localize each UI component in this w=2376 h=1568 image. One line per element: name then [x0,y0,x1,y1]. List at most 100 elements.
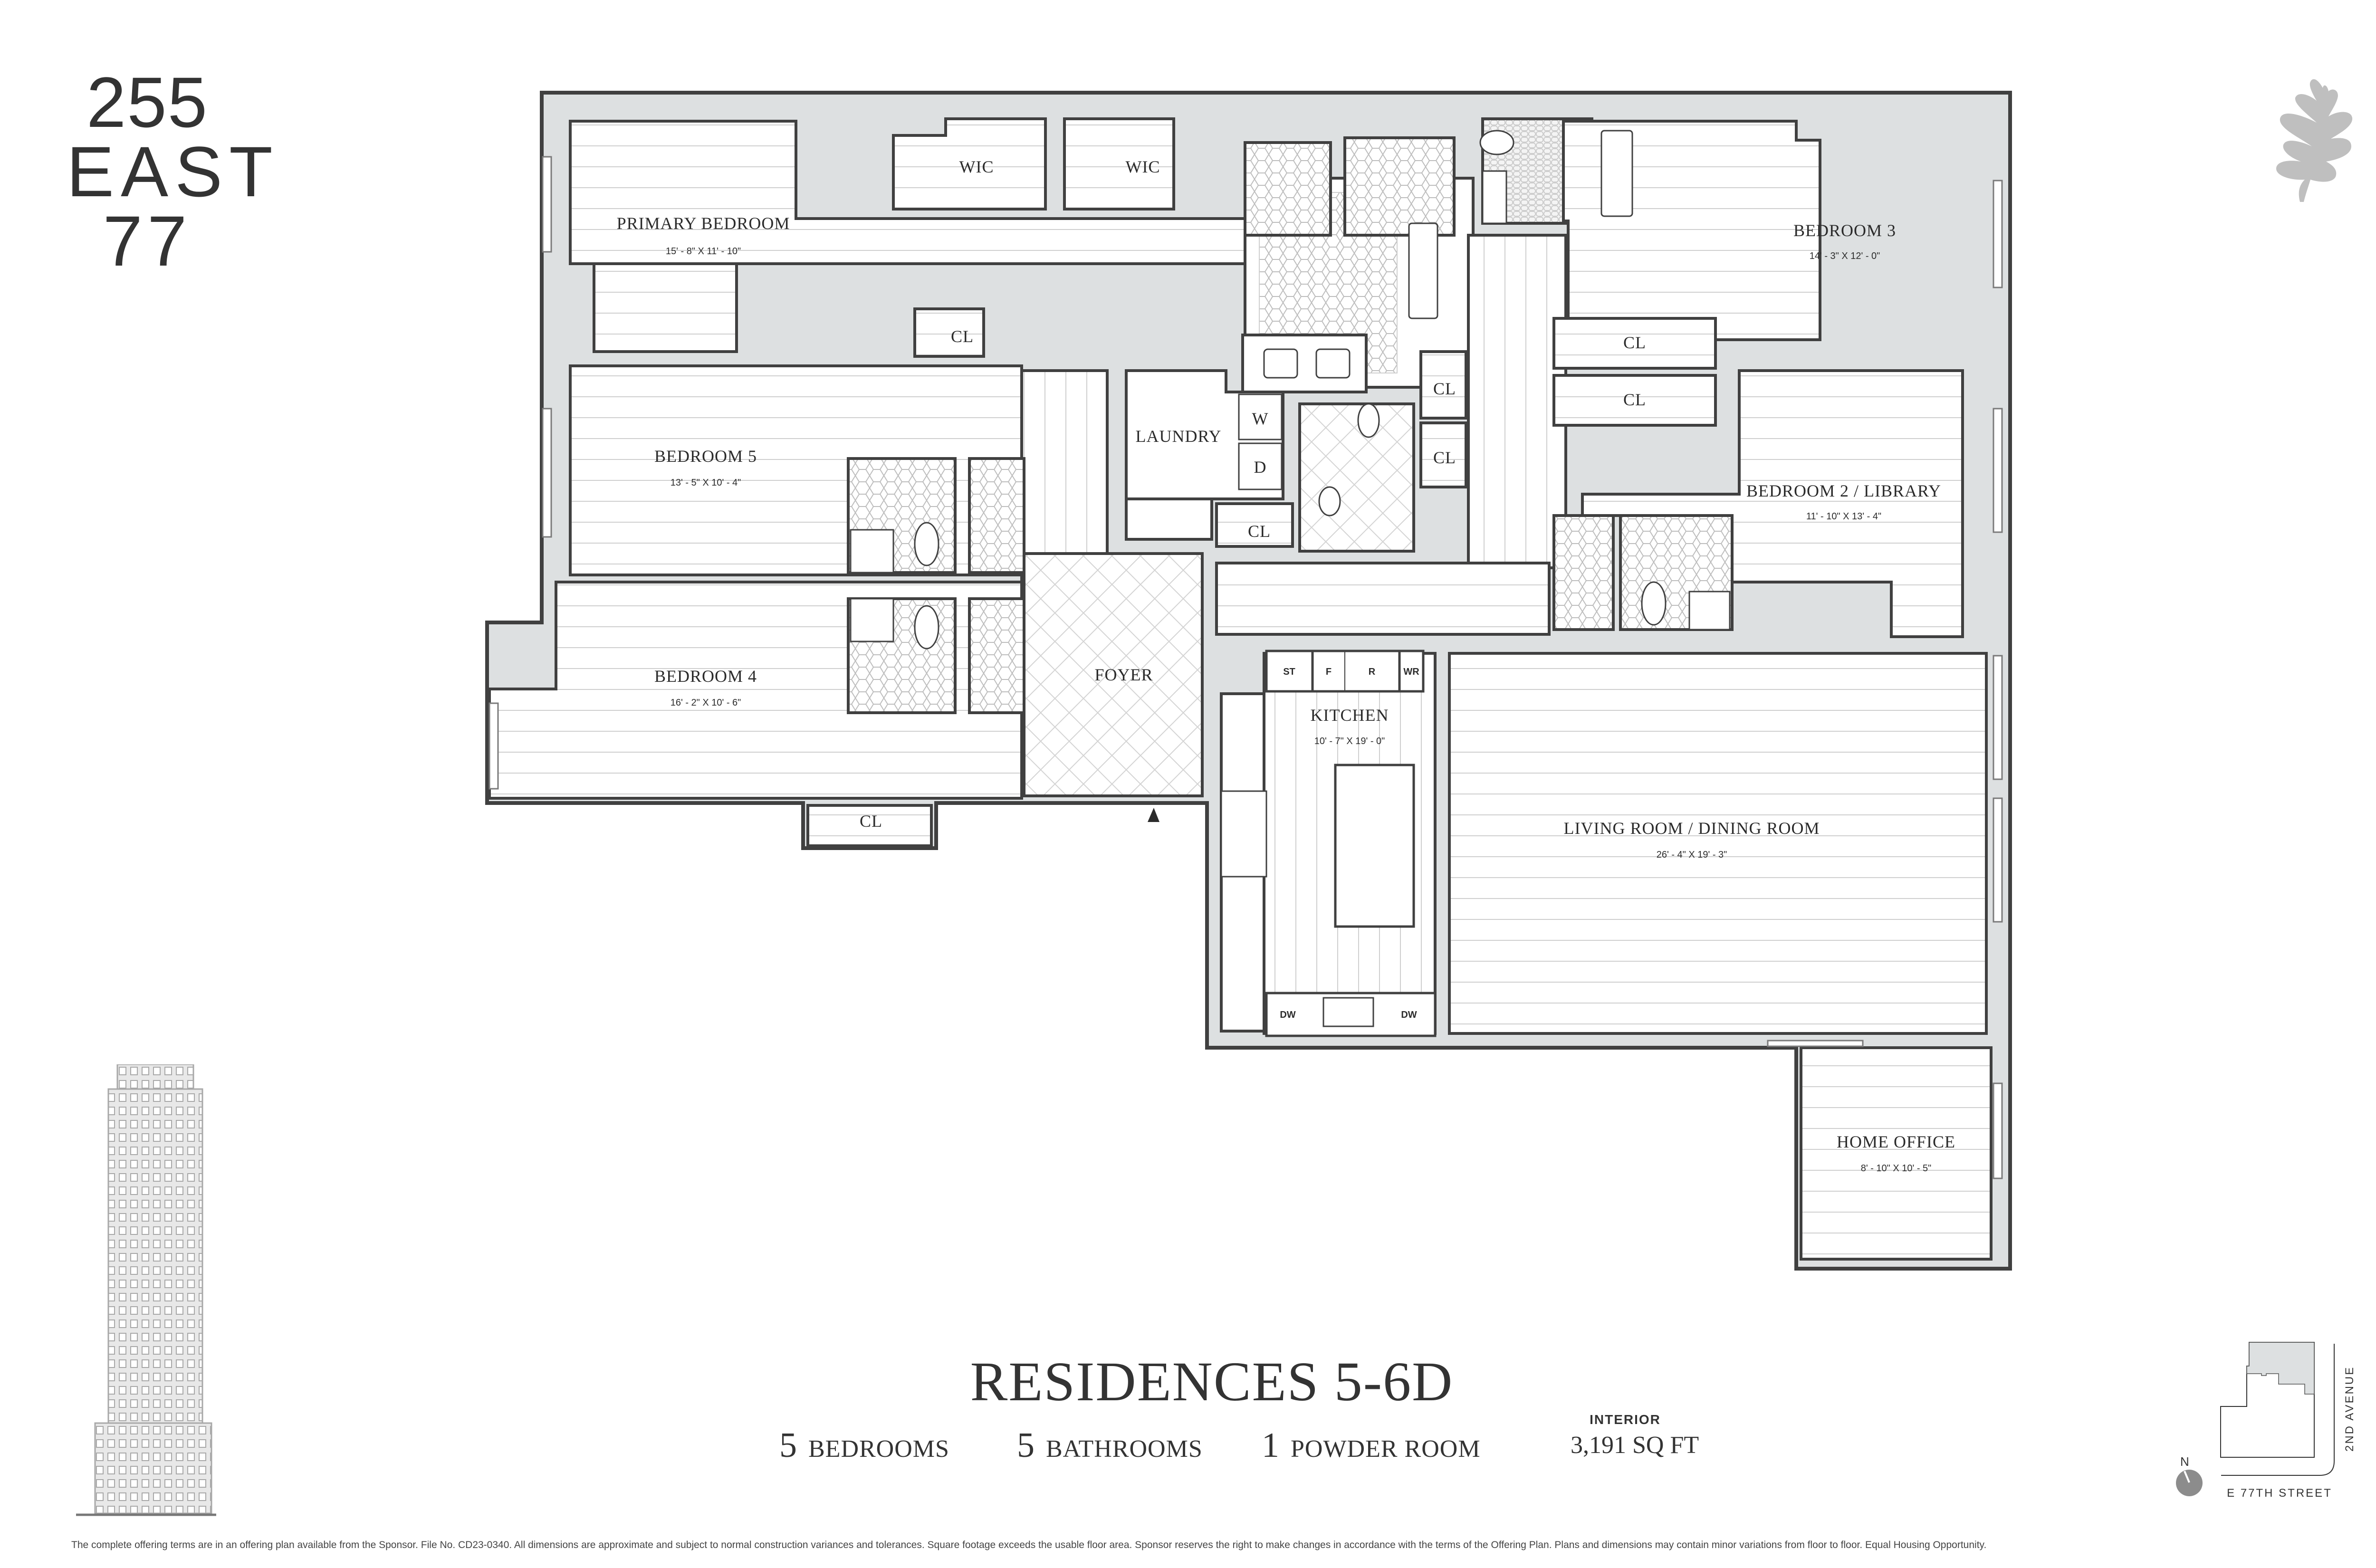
room-wic-2 [1063,117,1175,210]
room-closet-hall-1 [1419,350,1467,420]
dims-kitchen: 10' - 7" X 19' - 0" [1314,736,1385,746]
stat-bedrooms-value: 5 [779,1426,797,1465]
label-laundry: LAUNDRY [1135,427,1221,446]
street-label-2nd-avenue: 2ND AVENUE [2343,1366,2356,1452]
stat-powder-room: 1 POWDER ROOM [1262,1425,1481,1466]
label-kitchen: KITCHEN [1311,706,1389,725]
label-wic-1: WIC [959,157,994,176]
bath-2-sink [1688,591,1731,631]
room-labels: PRIMARY BEDROOM 15' - 8" X 11' - 10" WIC… [617,157,1955,1174]
stat-area-value: 3,191 SQ FT [1571,1432,1699,1459]
label-wine-refrigerator: WR [1403,667,1419,677]
primary-sink-2 [1315,348,1351,379]
room-shower-bedroom-5 [968,457,1025,574]
room-hallway-west [1020,369,1109,581]
compass-north-icon [2176,1470,2203,1496]
label-closet-bedroom-4: CL [860,812,882,831]
stat-bathrooms-label: BATHROOMS [1046,1435,1203,1463]
building-elevation-illustration [76,1064,216,1516]
powder-toilet [1357,403,1380,438]
kitchen-range [1220,790,1267,878]
logo-line-street-number: 77 [103,201,192,281]
key-plan-unit-highlight [2246,1342,2315,1395]
stat-area-caption: INTERIOR [1590,1412,1661,1427]
residence-title: RESIDENCES 5-6D [970,1350,1454,1413]
label-home-office: HOME OFFICE [1837,1132,1955,1151]
bath-4-toilet [914,605,939,650]
dims-home-office: 8' - 10" X 10' - 5" [1861,1163,1932,1174]
room-closet-hall-2 [1419,421,1467,488]
label-storage: ST [1283,667,1295,677]
stat-bathrooms-value: 5 [1017,1426,1035,1465]
room-hallway-east [1467,234,1567,569]
label-dishwasher-1: DW [1280,1010,1295,1020]
legal-disclaimer: The complete offering terms are in an of… [71,1539,1987,1550]
room-home-office [1800,1046,1993,1261]
room-closet-bedroom-3-a [1552,317,1717,370]
bath-3-toilet [1479,130,1514,155]
room-primary-shower-stall [1343,136,1456,237]
label-dryer: D [1254,458,1267,477]
label-living-dining: LIVING ROOM / DINING ROOM [1564,819,1820,838]
label-washer: W [1252,409,1269,428]
bath-3-tub-basin [1600,130,1633,217]
bath-4-sink [850,598,894,642]
room-living-dining [1448,652,1988,1035]
label-closet-laundry: CL [1248,522,1271,541]
label-closet-hall-1: CL [1433,379,1456,398]
label-foyer: FOYER [1094,665,1153,684]
room-shower-bedroom-2 [1552,514,1615,631]
dims-bedroom-3: 14' - 3" X 12' - 0" [1810,251,1880,261]
label-closet-bedroom-3-a: CL [1623,333,1646,352]
dims-bedroom-4: 16' - 2" X 10' - 6" [671,698,741,708]
key-plan-street-curb [2221,1344,2335,1476]
bath-3-sink [1482,170,1507,224]
room-powder [1298,402,1415,553]
label-closet-bedroom-3-b: CL [1623,390,1646,409]
label-wic-2: WIC [1126,157,1160,176]
room-shower-bedroom-4 [968,597,1025,714]
stat-area: INTERIOR 3,191 SQ FT [1571,1412,1699,1459]
room-closet-primary [913,307,985,358]
washer [1238,393,1283,440]
room-wic-1 [892,117,1047,210]
room-primary-wc [1244,141,1332,237]
windows [489,156,2003,1179]
room-closet-bedroom-4 [806,804,933,847]
dims-bedroom-2-library: 11' - 10" X 13' - 4" [1806,511,1881,522]
room-foyer [1023,552,1204,797]
room-closet-bedroom-3-b [1552,374,1717,427]
key-plan: E 77TH STREET 2ND AVENUE N [2176,1342,2356,1500]
stat-bathrooms: 5 BATHROOMS [1017,1425,1203,1466]
primary-bathtub [1408,222,1438,319]
powder-sink [1318,486,1341,516]
stat-bedrooms: 5 BEDROOMS [779,1425,949,1466]
label-freezer: F [1326,667,1332,677]
label-primary-bedroom: PRIMARY BEDROOM [617,214,790,233]
bath-5-toilet [914,522,939,566]
oak-leaf-icon [2276,79,2353,202]
kitchen-island [1334,764,1415,928]
primary-sink-1 [1263,348,1298,379]
room-gallery [1215,562,1551,636]
label-dishwasher-2: DW [1401,1010,1417,1020]
appliance-labels: W D ST F R WR DW DW [1252,409,1420,1020]
north-label: N [2180,1454,2189,1469]
label-closet-primary: CL [951,327,974,346]
street-label-e-77th: E 77TH STREET [2227,1487,2332,1500]
stat-bedrooms-label: BEDROOMS [808,1435,949,1463]
room-primary-bedroom-alcove [593,262,738,353]
laundry-sink-counter [1125,497,1213,541]
bath-2-toilet [1641,581,1667,626]
dims-bedroom-5: 13' - 5" X 10' - 4" [671,478,741,488]
logo-line-number: 255 [86,62,209,142]
label-refrigerator: R [1369,667,1376,677]
dims-primary-bedroom: 15' - 8" X 11' - 10" [666,246,741,257]
stat-powder-room-value: 1 [1262,1426,1279,1465]
stat-powder-room-label: POWDER ROOM [1291,1435,1481,1463]
room-closet-laundry [1215,502,1294,548]
dryer [1238,442,1283,490]
bath-5-sink [850,529,894,574]
label-bedroom-5: BEDROOM 5 [654,447,757,466]
